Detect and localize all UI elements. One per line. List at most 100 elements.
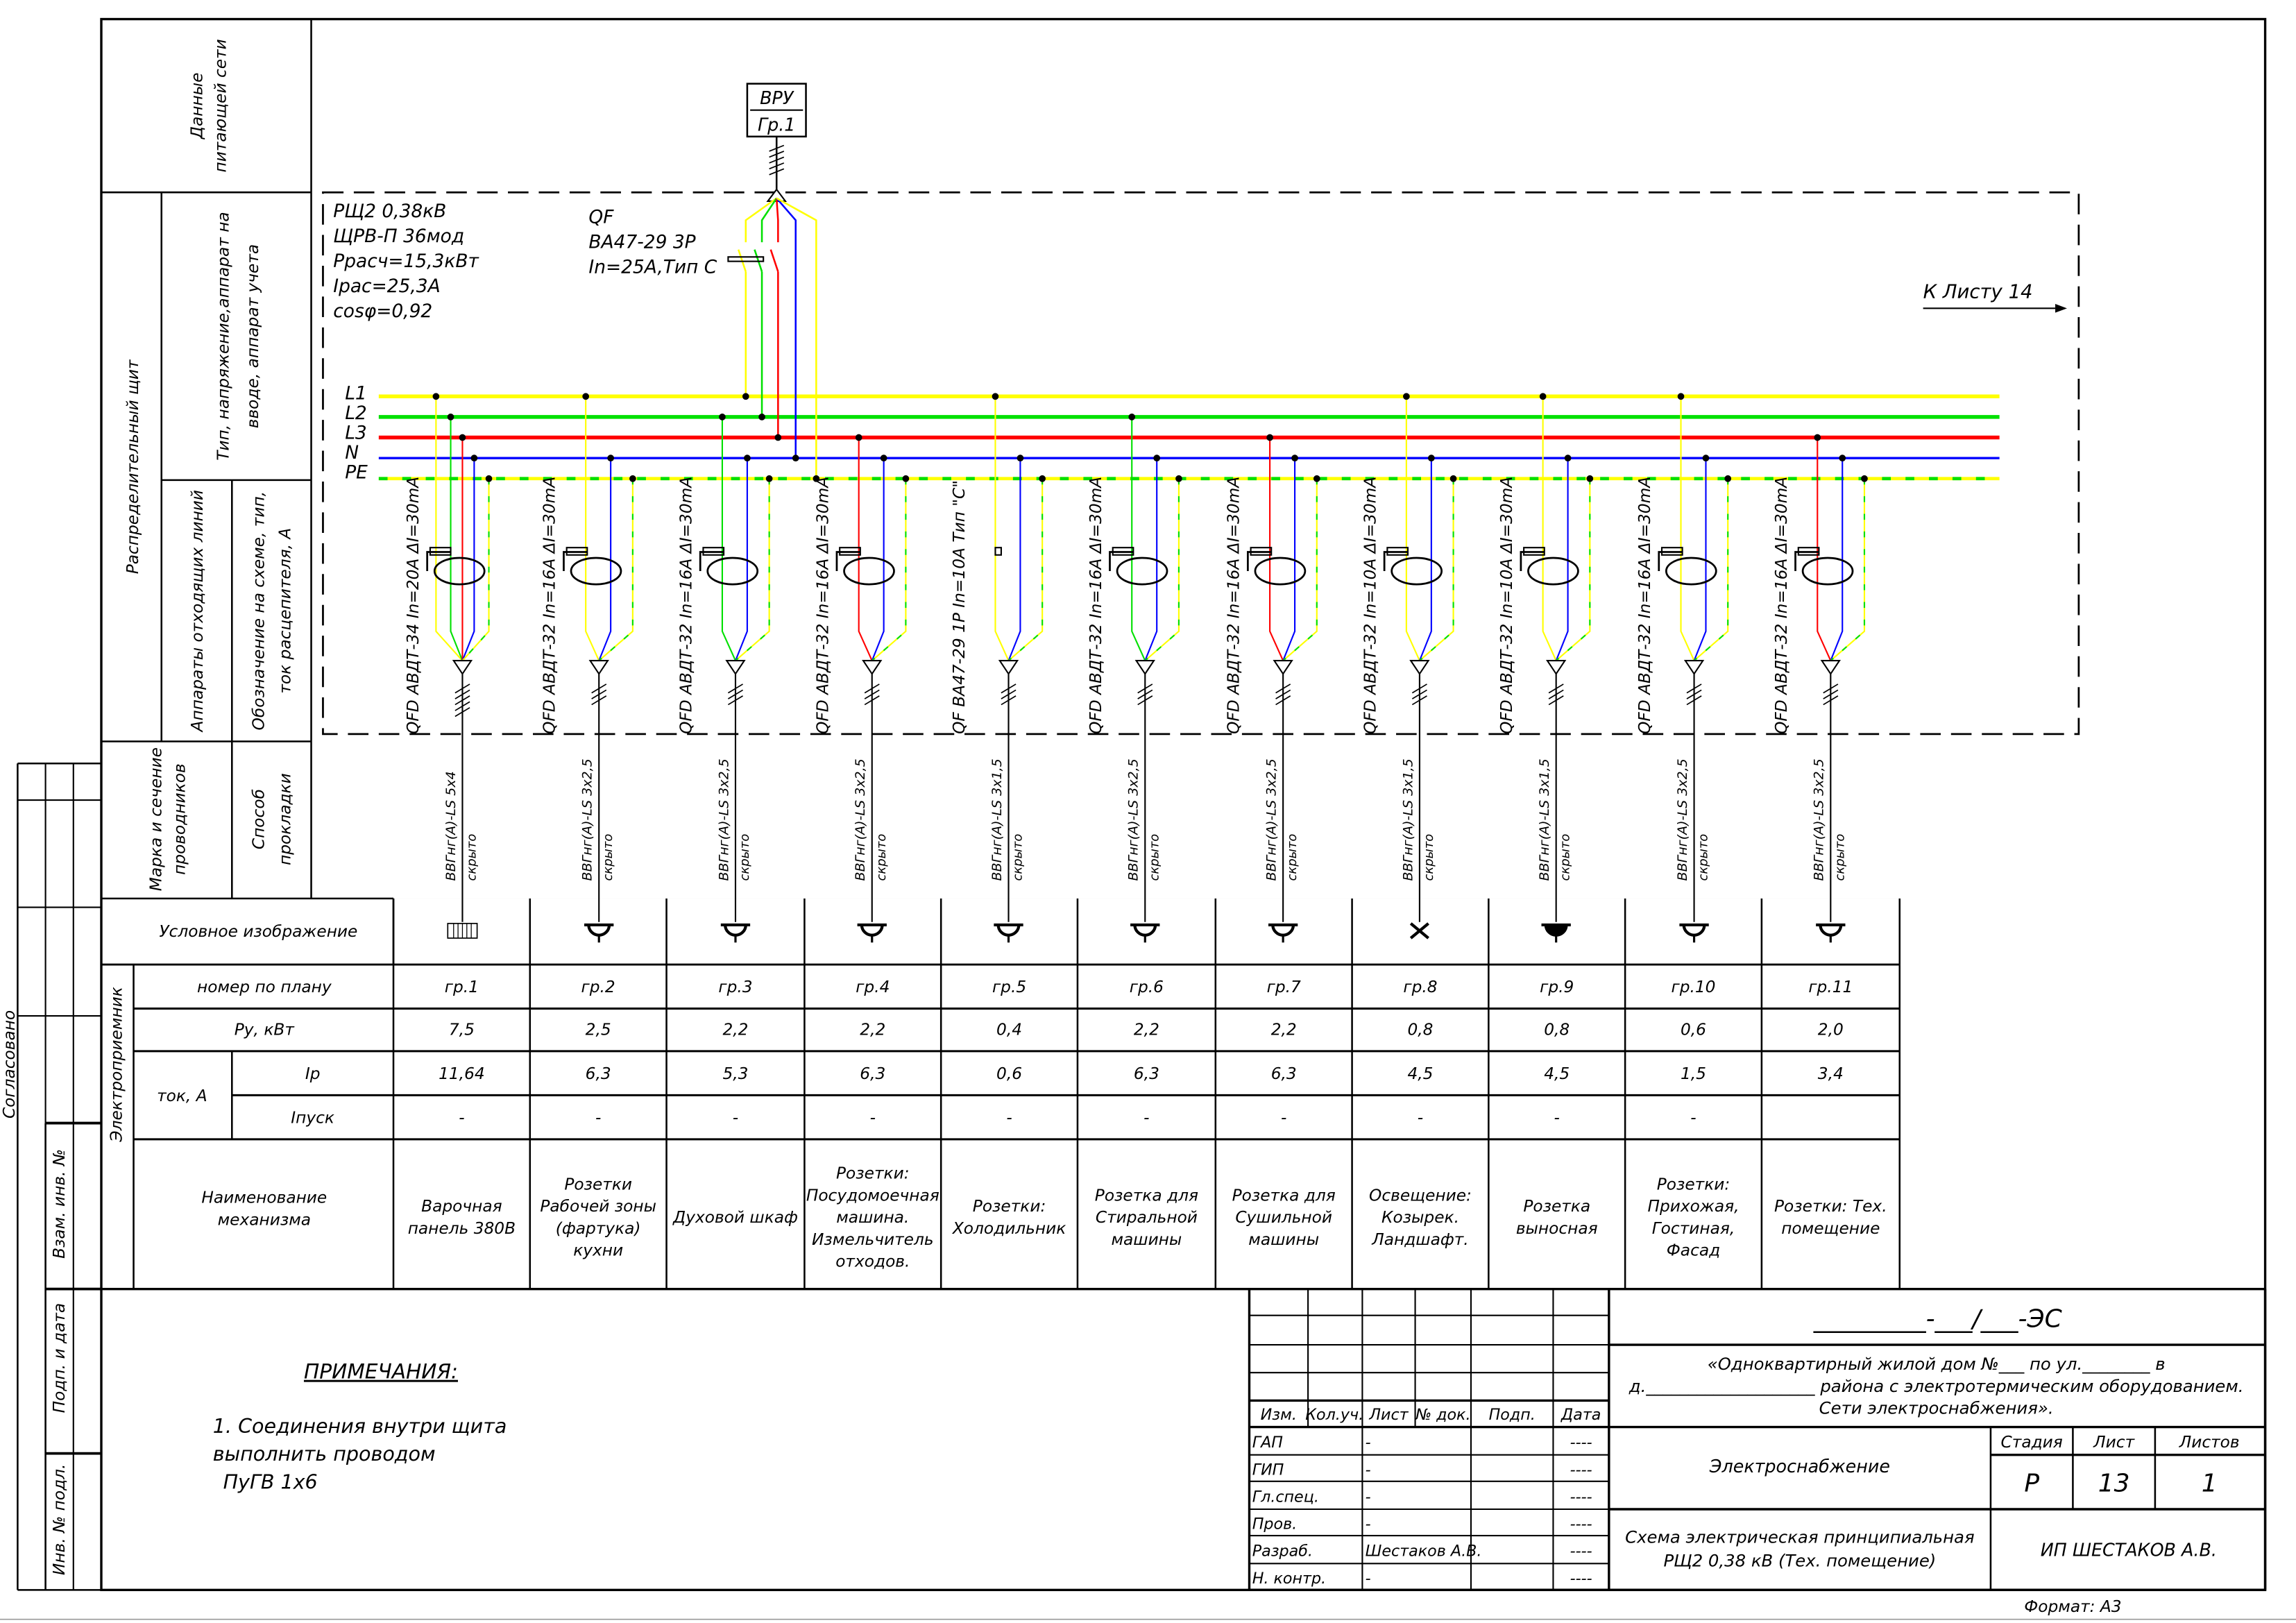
sheet-label: Лист: [2093, 1433, 2135, 1452]
arrow-head-icon: [2055, 303, 2067, 313]
wire-pe-stripe: [871, 478, 907, 661]
group-number: гр.10: [1671, 978, 1715, 996]
receiver-name: машина.: [836, 1208, 909, 1227]
power-value: 7,5: [449, 1021, 475, 1039]
sign-date-label: Подп. и дата: [50, 1303, 69, 1413]
wire-pe-stripe: [1007, 478, 1044, 661]
receiver-name: Розетки: [564, 1175, 632, 1194]
distribution-board-header: Распределительный щит: [124, 359, 142, 574]
cable-triangle-icon: [588, 660, 609, 676]
wire-n: [871, 458, 885, 661]
revision-column-header: № док.: [1415, 1406, 1471, 1424]
cable-label: ВВГнг(А)-LS 3х1,5: [1400, 758, 1415, 881]
current-header: ток, А: [157, 1087, 207, 1105]
laying-label: скрыто: [601, 834, 615, 881]
wire-pe: [735, 478, 770, 661]
person-name: -: [1366, 1515, 1371, 1533]
bus-label: N: [345, 442, 359, 464]
cable-hatch: [769, 144, 785, 152]
rated-current-value: 3,4: [1818, 1064, 1844, 1083]
wire-pe: [1555, 478, 1591, 661]
cable-hatch: [1001, 689, 1017, 699]
cable-triangle-icon: [1134, 660, 1155, 676]
rcd-link: [1658, 551, 1683, 572]
laying-label: скрыто: [1011, 834, 1026, 881]
mechanism-name-header: механизма: [218, 1210, 311, 1229]
junction-dot: [1175, 475, 1182, 482]
cable-hatch: [591, 689, 607, 699]
rcd-link: [835, 551, 860, 572]
rated-current-value: 6,3: [860, 1064, 885, 1083]
wire-n: [734, 458, 748, 661]
cable-label: ВВГнг(А)-LS 3х1,5: [1537, 758, 1552, 881]
cable-hatch: [591, 683, 607, 694]
rcd-ellipse-icon: [1665, 556, 1717, 586]
stage-value: Р: [2024, 1470, 2039, 1498]
power-header: Ру, кВт: [235, 1021, 296, 1039]
wire-pe-stripe: [1282, 478, 1318, 661]
receiver-name: Розетки:: [973, 1197, 1046, 1216]
junction-dot: [1564, 454, 1572, 462]
sheet-format: Формат: А3: [2024, 1597, 2121, 1616]
wire-pe-stripe: [598, 478, 633, 661]
cable-label: ВВГнг(А)-LS 3х2,5: [716, 758, 731, 881]
junction-dot: [1586, 475, 1594, 482]
cable-hatch: [1686, 695, 1702, 706]
receiver-name: Розетки:: [1657, 1175, 1730, 1194]
rcd-ellipse-icon: [1254, 556, 1307, 586]
junction-dot: [1839, 454, 1846, 462]
socket-icon: [1819, 924, 1843, 937]
rcd-link: [1246, 551, 1272, 572]
section-name: Электроснабжение: [1709, 1456, 1890, 1477]
supply-data-header: питающей сети: [212, 39, 230, 172]
designation-header: ток расцепителя, А: [276, 528, 295, 694]
role-label: ГИП: [1252, 1461, 1284, 1479]
rcd-ellipse-icon: [1801, 556, 1854, 586]
vru-group-label: Гр.1: [758, 114, 795, 135]
breaker-contact: [769, 249, 779, 272]
outer-frame: [100, 17, 2267, 1592]
cable-hatch: [1823, 689, 1839, 699]
laying-header: Способ: [250, 789, 269, 849]
power-value: 2,2: [860, 1021, 885, 1039]
light-cross-icon: [1409, 922, 1429, 940]
laying-label: скрыто: [1697, 834, 1711, 881]
receiver-name: кухни: [573, 1241, 623, 1260]
symbol-row-header: Условное изображение: [159, 922, 357, 941]
rated-current-value: 6,3: [586, 1064, 611, 1083]
cable-hatch: [1411, 689, 1427, 699]
junction-dot: [447, 414, 454, 420]
cable-hatch: [769, 168, 785, 176]
input-wire-l1: [745, 197, 777, 243]
panel-spec: cosφ=0,92: [333, 300, 432, 322]
start-current-value: -: [459, 1109, 464, 1128]
wire-n: [1144, 458, 1158, 661]
breaker-handle: [839, 547, 861, 556]
rated-current-value: 6,3: [1134, 1064, 1159, 1083]
receiver-header: Электроприемник: [108, 987, 126, 1142]
cable-hatch: [769, 156, 785, 164]
receiver-name: Посудомоечная: [806, 1186, 939, 1205]
cable-hatch: [769, 162, 785, 170]
breaker-handle: [727, 256, 765, 262]
cable-hatch: [1001, 683, 1017, 694]
breaker-label: QFD АВДТ-32 In=16A ΔI=30mA: [1225, 477, 1243, 734]
start-current-value: -: [1418, 1109, 1423, 1128]
rcd-link: [426, 551, 451, 572]
input-wire-l3: [775, 198, 779, 243]
wire-n: [1007, 458, 1021, 661]
rcd-link: [1383, 551, 1408, 572]
receiver-name: выносная: [1516, 1219, 1598, 1238]
power-value: 2,2: [1134, 1021, 1159, 1039]
breaker-label: QFD АВДТ-32 In=16A ΔI=30mA: [1087, 477, 1105, 734]
rcd-link: [1109, 551, 1134, 572]
notes-title: ПРИМЕЧАНИЯ:: [304, 1360, 458, 1384]
input-breaker-spec: QF: [588, 207, 614, 228]
junction-dot: [880, 454, 887, 462]
start-current-value: -: [1554, 1109, 1560, 1128]
vru-label: ВРУ: [760, 87, 794, 108]
socket-icon: [1271, 924, 1295, 937]
